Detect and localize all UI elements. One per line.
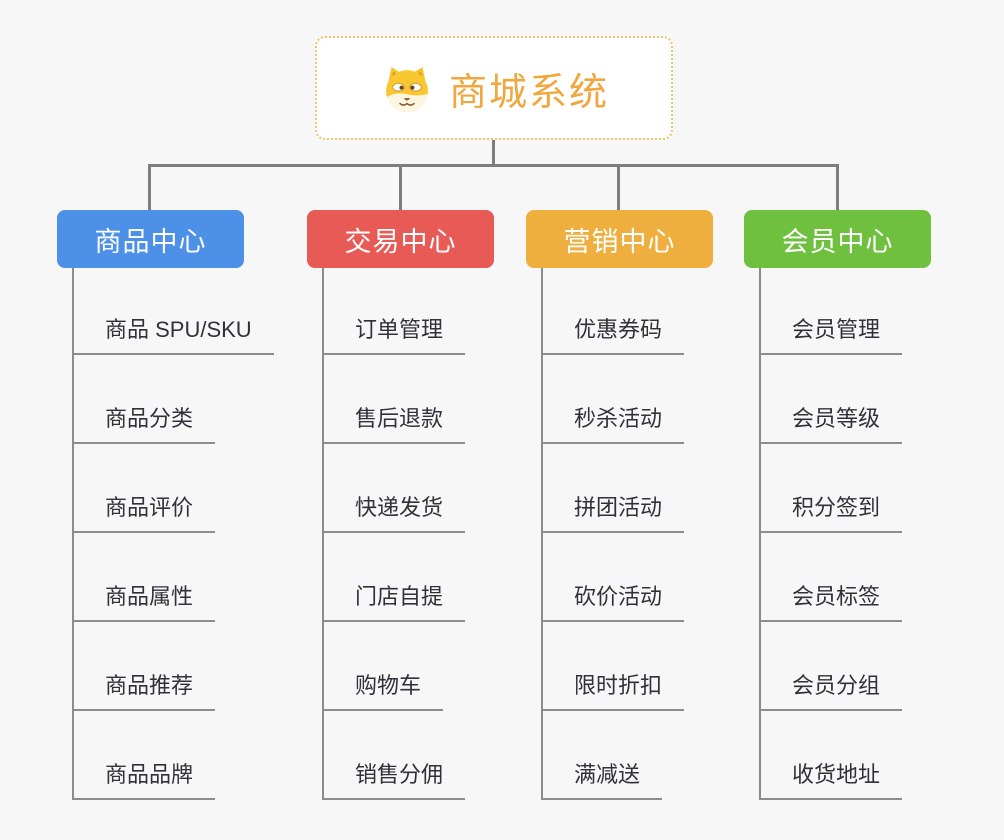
leaf-node[interactable]: 会员管理 bbox=[759, 315, 903, 355]
shiba-dog-icon bbox=[379, 62, 435, 114]
leaf-node[interactable]: 订单管理 bbox=[322, 315, 466, 355]
root-node[interactable]: 商城系统 bbox=[315, 36, 673, 140]
leaf-node[interactable]: 会员标签 bbox=[759, 582, 903, 622]
leaf-node[interactable]: 商品评价 bbox=[72, 493, 216, 533]
leaf-node[interactable]: 砍价活动 bbox=[541, 582, 685, 622]
branch-node-trade-center[interactable]: 交易中心 bbox=[307, 210, 494, 268]
trunk-line-4 bbox=[759, 268, 761, 800]
trunk-line-2 bbox=[322, 268, 324, 800]
leaf-node[interactable]: 商品 SPU/SKU bbox=[72, 315, 274, 355]
connector-drop-1 bbox=[148, 166, 151, 210]
leaf-node[interactable]: 销售分佣 bbox=[322, 760, 466, 800]
branch-node-member-center[interactable]: 会员中心 bbox=[744, 210, 931, 268]
leaf-node[interactable]: 秒杀活动 bbox=[541, 404, 685, 444]
connector-riser bbox=[492, 140, 495, 166]
root-title: 商城系统 bbox=[448, 71, 609, 114]
trunk-line-3 bbox=[541, 268, 543, 800]
branch-node-marketing-center[interactable]: 营销中心 bbox=[526, 210, 713, 268]
leaf-node[interactable]: 满减送 bbox=[541, 760, 663, 800]
leaf-node[interactable]: 购物车 bbox=[322, 671, 444, 711]
connector-drop-4 bbox=[836, 166, 839, 210]
leaf-node[interactable]: 商品分类 bbox=[72, 404, 216, 444]
leaf-node[interactable]: 售后退款 bbox=[322, 404, 466, 444]
connector-drop-3 bbox=[617, 166, 620, 210]
leaf-node[interactable]: 快递发货 bbox=[322, 493, 466, 533]
leaf-node[interactable]: 商品推荐 bbox=[72, 671, 216, 711]
branch-node-product-center[interactable]: 商品中心 bbox=[57, 210, 244, 268]
leaf-node[interactable]: 商品品牌 bbox=[72, 760, 216, 800]
leaf-node[interactable]: 商品属性 bbox=[72, 582, 216, 622]
connector-drop-2 bbox=[399, 166, 402, 210]
leaf-node[interactable]: 会员分组 bbox=[759, 671, 903, 711]
leaf-node[interactable]: 会员等级 bbox=[759, 404, 903, 444]
trunk-line-1 bbox=[72, 268, 74, 800]
leaf-node[interactable]: 优惠券码 bbox=[541, 315, 685, 355]
leaf-node[interactable]: 积分签到 bbox=[759, 493, 903, 533]
leaf-node[interactable]: 限时折扣 bbox=[541, 671, 685, 711]
leaf-node[interactable]: 门店自提 bbox=[322, 582, 466, 622]
leaf-node[interactable]: 拼团活动 bbox=[541, 493, 685, 533]
connector-bus bbox=[148, 164, 839, 167]
leaf-node[interactable]: 收货地址 bbox=[759, 760, 903, 800]
